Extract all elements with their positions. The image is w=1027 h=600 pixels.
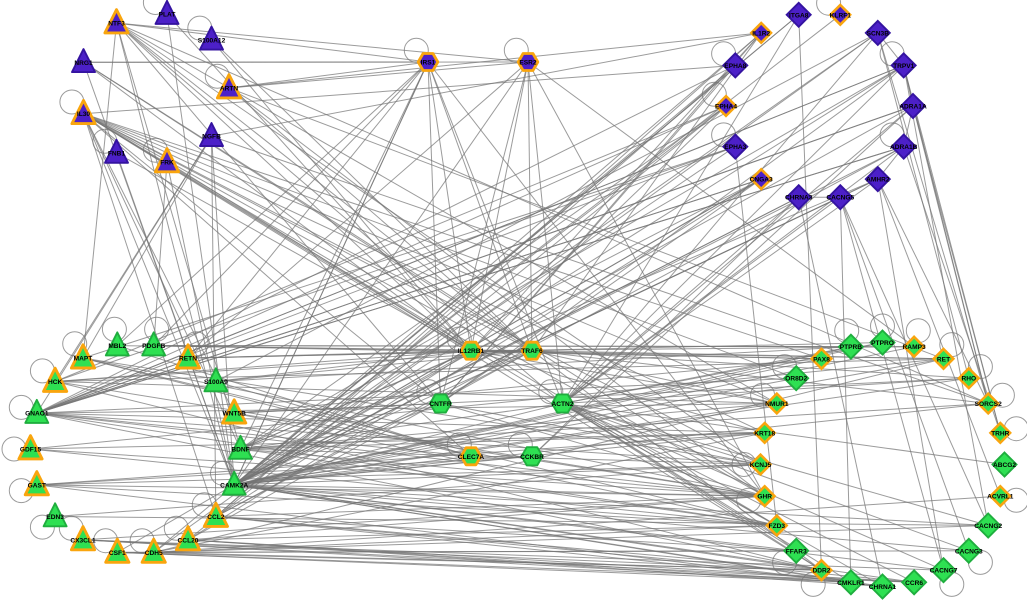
svg-text:NMUR1: NMUR1: [765, 401, 789, 408]
svg-text:CCKBR: CCKBR: [520, 454, 544, 461]
svg-text:MBL2: MBL2: [108, 343, 126, 350]
svg-text:NTF3: NTF3: [108, 21, 125, 28]
svg-text:RETN: RETN: [179, 356, 197, 363]
svg-text:IL1R2: IL1R2: [752, 30, 770, 37]
svg-text:CCR6: CCR6: [905, 580, 923, 587]
svg-text:ADRA1A: ADRA1A: [899, 104, 927, 111]
svg-text:TRPV1: TRPV1: [893, 63, 915, 70]
svg-text:SORCS2: SORCS2: [975, 401, 1002, 408]
svg-text:PLAT: PLAT: [159, 12, 176, 19]
svg-text:ITGA8: ITGA8: [789, 12, 809, 19]
svg-text:EDN3: EDN3: [46, 514, 64, 521]
svg-text:GNAO1: GNAO1: [25, 411, 49, 418]
svg-text:CACNG3: CACNG3: [955, 548, 983, 555]
svg-text:CX3CL1: CX3CL1: [70, 537, 96, 544]
svg-text:AMHR2: AMHR2: [866, 177, 890, 184]
svg-text:PTPRB: PTPRB: [840, 344, 863, 351]
svg-text:RHO: RHO: [961, 376, 976, 383]
svg-text:TRAF6: TRAF6: [521, 348, 543, 355]
svg-text:PAX8: PAX8: [813, 356, 830, 363]
svg-text:CHRNA1: CHRNA1: [869, 584, 897, 591]
svg-text:MAPT: MAPT: [74, 356, 93, 363]
svg-text:EPHA3: EPHA3: [724, 144, 746, 151]
svg-text:CCL20: CCL20: [178, 537, 199, 544]
svg-text:S100A12: S100A12: [198, 37, 226, 44]
svg-text:KRT18: KRT18: [754, 430, 775, 437]
svg-text:CACNG2: CACNG2: [974, 523, 1002, 530]
svg-text:IL30: IL30: [77, 111, 91, 118]
svg-text:RAMP3: RAMP3: [903, 344, 926, 351]
svg-text:DDR2: DDR2: [813, 568, 831, 575]
svg-text:CCL2: CCL2: [207, 514, 225, 521]
svg-text:NGFB: NGFB: [202, 134, 221, 141]
svg-text:GAST: GAST: [28, 482, 46, 489]
svg-text:CMKLR1: CMKLR1: [837, 580, 865, 587]
svg-text:OR8D2: OR8D2: [785, 376, 807, 383]
svg-text:CHRNA3: CHRNA3: [785, 195, 813, 202]
svg-text:KCNJ5: KCNJ5: [750, 462, 772, 469]
svg-text:BDNF: BDNF: [231, 447, 249, 454]
svg-text:TRHR: TRHR: [991, 430, 1010, 437]
svg-text:CLEC7A: CLEC7A: [458, 454, 485, 461]
svg-text:CDH5: CDH5: [145, 550, 163, 557]
svg-text:FZD3: FZD3: [769, 523, 786, 530]
svg-text:IRS1: IRS1: [421, 60, 436, 67]
svg-text:CSF1: CSF1: [109, 550, 126, 557]
svg-text:HCK: HCK: [48, 379, 63, 386]
svg-text:NRG1: NRG1: [74, 60, 93, 67]
svg-text:GHR: GHR: [757, 494, 772, 501]
svg-text:PDGFB: PDGFB: [142, 343, 165, 350]
svg-text:SCN3B: SCN3B: [867, 30, 890, 37]
svg-text:CNGA3: CNGA3: [750, 177, 773, 184]
svg-text:EPHA4: EPHA4: [715, 104, 737, 111]
svg-text:GDF15: GDF15: [20, 447, 42, 454]
svg-text:CNTFR: CNTFR: [429, 401, 452, 408]
svg-text:WNT5B: WNT5B: [222, 411, 246, 418]
svg-text:KLRF1: KLRF1: [830, 12, 852, 19]
svg-text:S100A9: S100A9: [204, 379, 228, 386]
svg-text:FRK: FRK: [160, 159, 174, 166]
svg-text:FFAR3: FFAR3: [786, 548, 807, 555]
svg-text:ESR2: ESR2: [519, 60, 537, 67]
svg-text:IL12RB1: IL12RB1: [458, 348, 485, 355]
svg-text:CACNG5: CACNG5: [826, 195, 854, 202]
svg-text:RET: RET: [937, 356, 950, 363]
svg-text:CAMK2A: CAMK2A: [220, 482, 248, 489]
svg-text:ABCG2: ABCG2: [993, 462, 1016, 469]
svg-text:CACNG7: CACNG7: [930, 568, 958, 575]
svg-text:ACTN2: ACTN2: [552, 401, 574, 408]
svg-text:EPHA8: EPHA8: [724, 63, 746, 70]
svg-text:PTPRO: PTPRO: [871, 340, 894, 347]
svg-text:ACVRL1: ACVRL1: [987, 494, 1014, 501]
svg-text:ADRA1B: ADRA1B: [890, 144, 918, 151]
svg-text:FNB1: FNB1: [108, 151, 126, 158]
svg-text:ARTN: ARTN: [220, 86, 239, 93]
